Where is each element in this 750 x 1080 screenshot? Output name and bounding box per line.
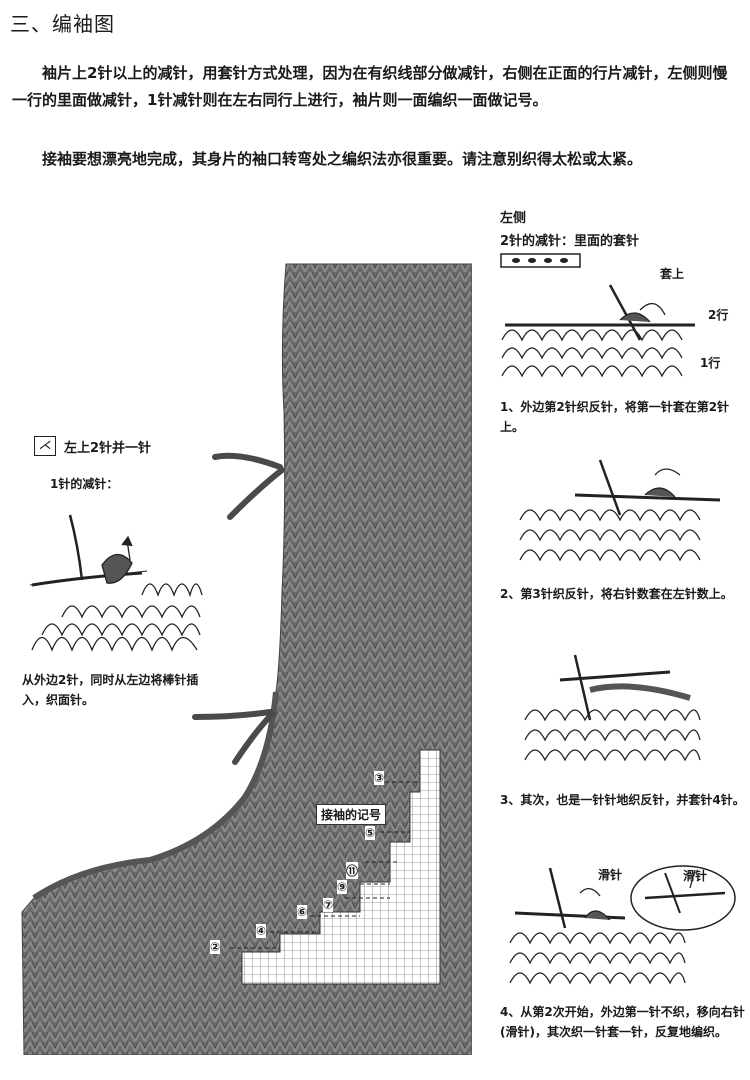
marker-number-6: ⑥	[297, 905, 308, 919]
slip-label-a: 滑针	[598, 868, 623, 882]
purl-bindoff-symbol-icon	[500, 253, 581, 268]
step3-caption: 3、其次，也是一针针地织反针，并套针4针。	[500, 793, 745, 807]
step2-illustration	[519, 459, 721, 562]
row-label-2: 2行	[708, 308, 729, 322]
step2-caption: 2、第3针织反针，将右针数套在左针数上。	[500, 587, 733, 601]
marker-number-4: ④	[256, 924, 267, 938]
marker-number-11: ⑪	[346, 862, 359, 879]
k2tog-illustration	[29, 514, 203, 652]
left-heading: 左上2针并一针	[64, 441, 152, 456]
decrease-symbol-icon: ⋌	[34, 436, 56, 456]
paragraph-2: 接袖要想漂亮地完成，其身片的袖口转弯处之编织法亦很重要。请注意别织得太松或太紧。	[42, 150, 643, 168]
right-side-label: 左侧	[500, 211, 527, 226]
slip-label-b: 滑针	[683, 869, 708, 883]
step3-illustration	[524, 654, 701, 762]
sleeve-marker-label: 接袖的记号	[316, 804, 387, 825]
marker-number-7: ⑦	[323, 898, 334, 912]
marker-number-2: ②	[210, 940, 221, 954]
section-title: 三、编袖图	[10, 12, 115, 36]
step1-illustration	[501, 284, 695, 378]
right-subheading: 2针的减针：里面的套针	[500, 234, 640, 249]
step1-label-over: 套上	[660, 267, 685, 281]
marker-number-9: ⑨	[337, 880, 348, 894]
step4-caption: 4、从第2次开始，外边第一针不织，移向右针(滑针)，其次织一针套一针，反复地编织…	[500, 1005, 745, 1039]
marker-number-5: ⑤	[365, 826, 376, 840]
row-label-1: 1行	[700, 356, 721, 370]
left-subheading: 1针的减针：	[50, 477, 119, 491]
paragraph-1: 袖片上2针以上的减针，用套针方式处理，因为在有织线部分做减针，右侧在正面的行片减…	[12, 64, 728, 109]
step4-illustration	[509, 865, 736, 985]
left-caption: 从外边2针，同时从左边将棒针插入，织面针。	[22, 673, 199, 707]
knitted-sleeve-swatch	[21, 263, 472, 1055]
marker-number-3: ③	[374, 771, 385, 785]
step1-caption: 1、外边第2针织反针，将第一针套在第2针上。	[500, 400, 730, 434]
